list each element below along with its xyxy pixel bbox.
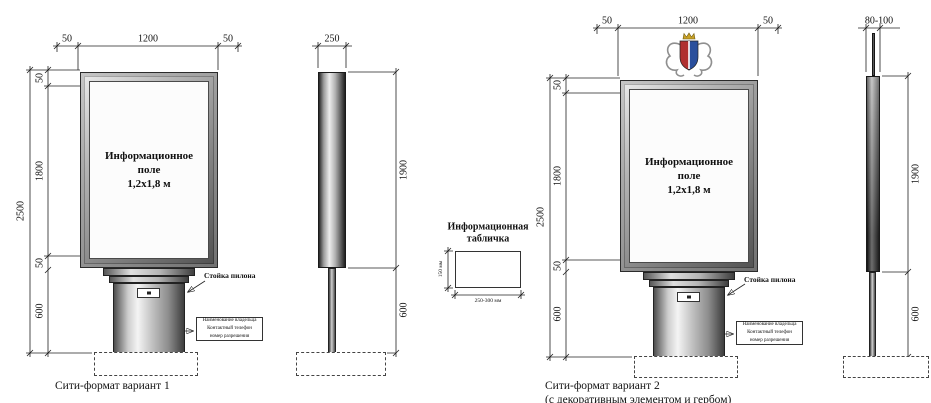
v2-dim-total-height: 2500 [535, 207, 547, 227]
v2-dim-top-right: 50 [763, 15, 773, 27]
info-plate-title-line2: табличка [466, 233, 510, 245]
v2-field-text-line3: 1,2х1,8 м [667, 184, 711, 197]
v2-dim-seg-bottom: 50 [552, 261, 564, 271]
v2-dim-seg-top: 50 [552, 80, 564, 90]
info-plate-dim-width: 250-300 мм [474, 298, 502, 304]
v2-side-dim-depth: 80-100 [864, 15, 894, 27]
v2-side-panel [866, 76, 880, 272]
v1-callout-line1: Наименование владельца [202, 318, 257, 324]
variant2-caption-note: (с декоративным элементом и гербом) [545, 394, 732, 403]
v2-callout-line3: номер разрешения [749, 337, 790, 343]
v2-side-foundation-base [843, 356, 929, 378]
coat-of-arms [665, 32, 713, 77]
crest-shield-right-icon [688, 40, 699, 71]
v2-stand-label: Стойка пилона [744, 275, 796, 284]
v2-owner-plate [677, 292, 700, 302]
v2-side-dim-base-height: 600 [910, 306, 922, 322]
variant1-caption: Сити-формат вариант 1 [55, 380, 170, 392]
v1-owner-callout-box: Наименование владельца Контактный телефо… [196, 317, 263, 341]
v2-callout-line1: Наименование владельца [742, 322, 797, 328]
v2-info-field: Информационное поле 1,2х1,8 м [629, 89, 749, 263]
variant2-caption: Сити-формат вариант 2 [545, 380, 660, 392]
v2-owner-callout-box: Наименование владельца Контактный телефо… [736, 321, 803, 345]
v2-stand-cap-lower [649, 280, 729, 287]
v1-dim-top-center: 1200 [138, 33, 158, 45]
info-plate-rect [455, 251, 521, 288]
v1-side-dim-base-height: 600 [398, 302, 410, 318]
v1-side-foundation-base [296, 352, 386, 376]
v1-foundation-base [94, 352, 198, 376]
v1-stand-leader-line [188, 280, 206, 292]
v2-stand-leader-line [728, 283, 746, 295]
info-plate-title-line1: Информационная [447, 221, 529, 233]
v1-stand-cap-upper [103, 268, 195, 276]
v1-side-dim-depth: 250 [324, 33, 340, 45]
v1-dim-top-left: 50 [62, 33, 72, 45]
v2-dim-seg-field: 1800 [552, 166, 564, 186]
v1-stand-cap-lower [109, 276, 189, 283]
v2-dim-top-left: 50 [602, 15, 612, 27]
v2-dim-seg-base: 600 [552, 306, 564, 322]
v1-stand-label: Стойка пилона [204, 271, 256, 280]
v2-side-pole [869, 272, 876, 357]
v1-dim-top-right: 50 [223, 33, 233, 45]
v2-side-dim-panel-height: 1900 [910, 164, 922, 184]
v1-field-text-line2: поле [137, 163, 161, 176]
v1-field-text-line3: 1,2х1,8 м [127, 178, 171, 191]
v2-dim-top-center: 1200 [678, 15, 698, 27]
crest-shield-left-icon [679, 40, 690, 71]
v2-field-text-line1: Информационное [644, 155, 734, 168]
v2-callout-line2: Контактный телефон [747, 330, 792, 336]
info-plate-dim-height: 150 мм [438, 260, 444, 278]
crest-stripe-icon [688, 41, 690, 69]
v1-dim-seg-base: 600 [34, 303, 46, 319]
v1-side-pole [328, 268, 336, 353]
v1-dim-seg-bottom: 50 [34, 258, 46, 268]
v1-dim-seg-top: 50 [34, 73, 46, 83]
v1-info-field: Информационное поле 1,2х1,8 м [89, 81, 209, 259]
v2-side-crest-edge [872, 33, 875, 76]
v1-callout-line2: Контактный телефон [207, 326, 252, 332]
v2-stand-cap-upper [643, 272, 735, 280]
v1-front-top-dim-lines [53, 42, 242, 70]
v1-dim-seg-field: 1800 [34, 161, 46, 181]
v1-side-dim-panel-height: 1900 [398, 160, 410, 180]
v1-owner-plate [137, 288, 160, 298]
crest-flourish-left-icon [665, 42, 685, 77]
v2-foundation-base [634, 356, 738, 378]
v1-field-text-line1: Информационное [104, 149, 194, 162]
crest-crown-icon [682, 32, 696, 40]
v1-callout-line3: номер разрешения [209, 333, 250, 339]
v2-field-text-line2: поле [677, 169, 701, 182]
v1-side-panel [318, 72, 346, 268]
crest-flourish-right-icon [693, 42, 713, 77]
v1-dim-total-height: 2500 [15, 201, 27, 221]
v2-owner-plate-mark [686, 295, 691, 299]
v1-owner-plate-mark [146, 291, 151, 295]
